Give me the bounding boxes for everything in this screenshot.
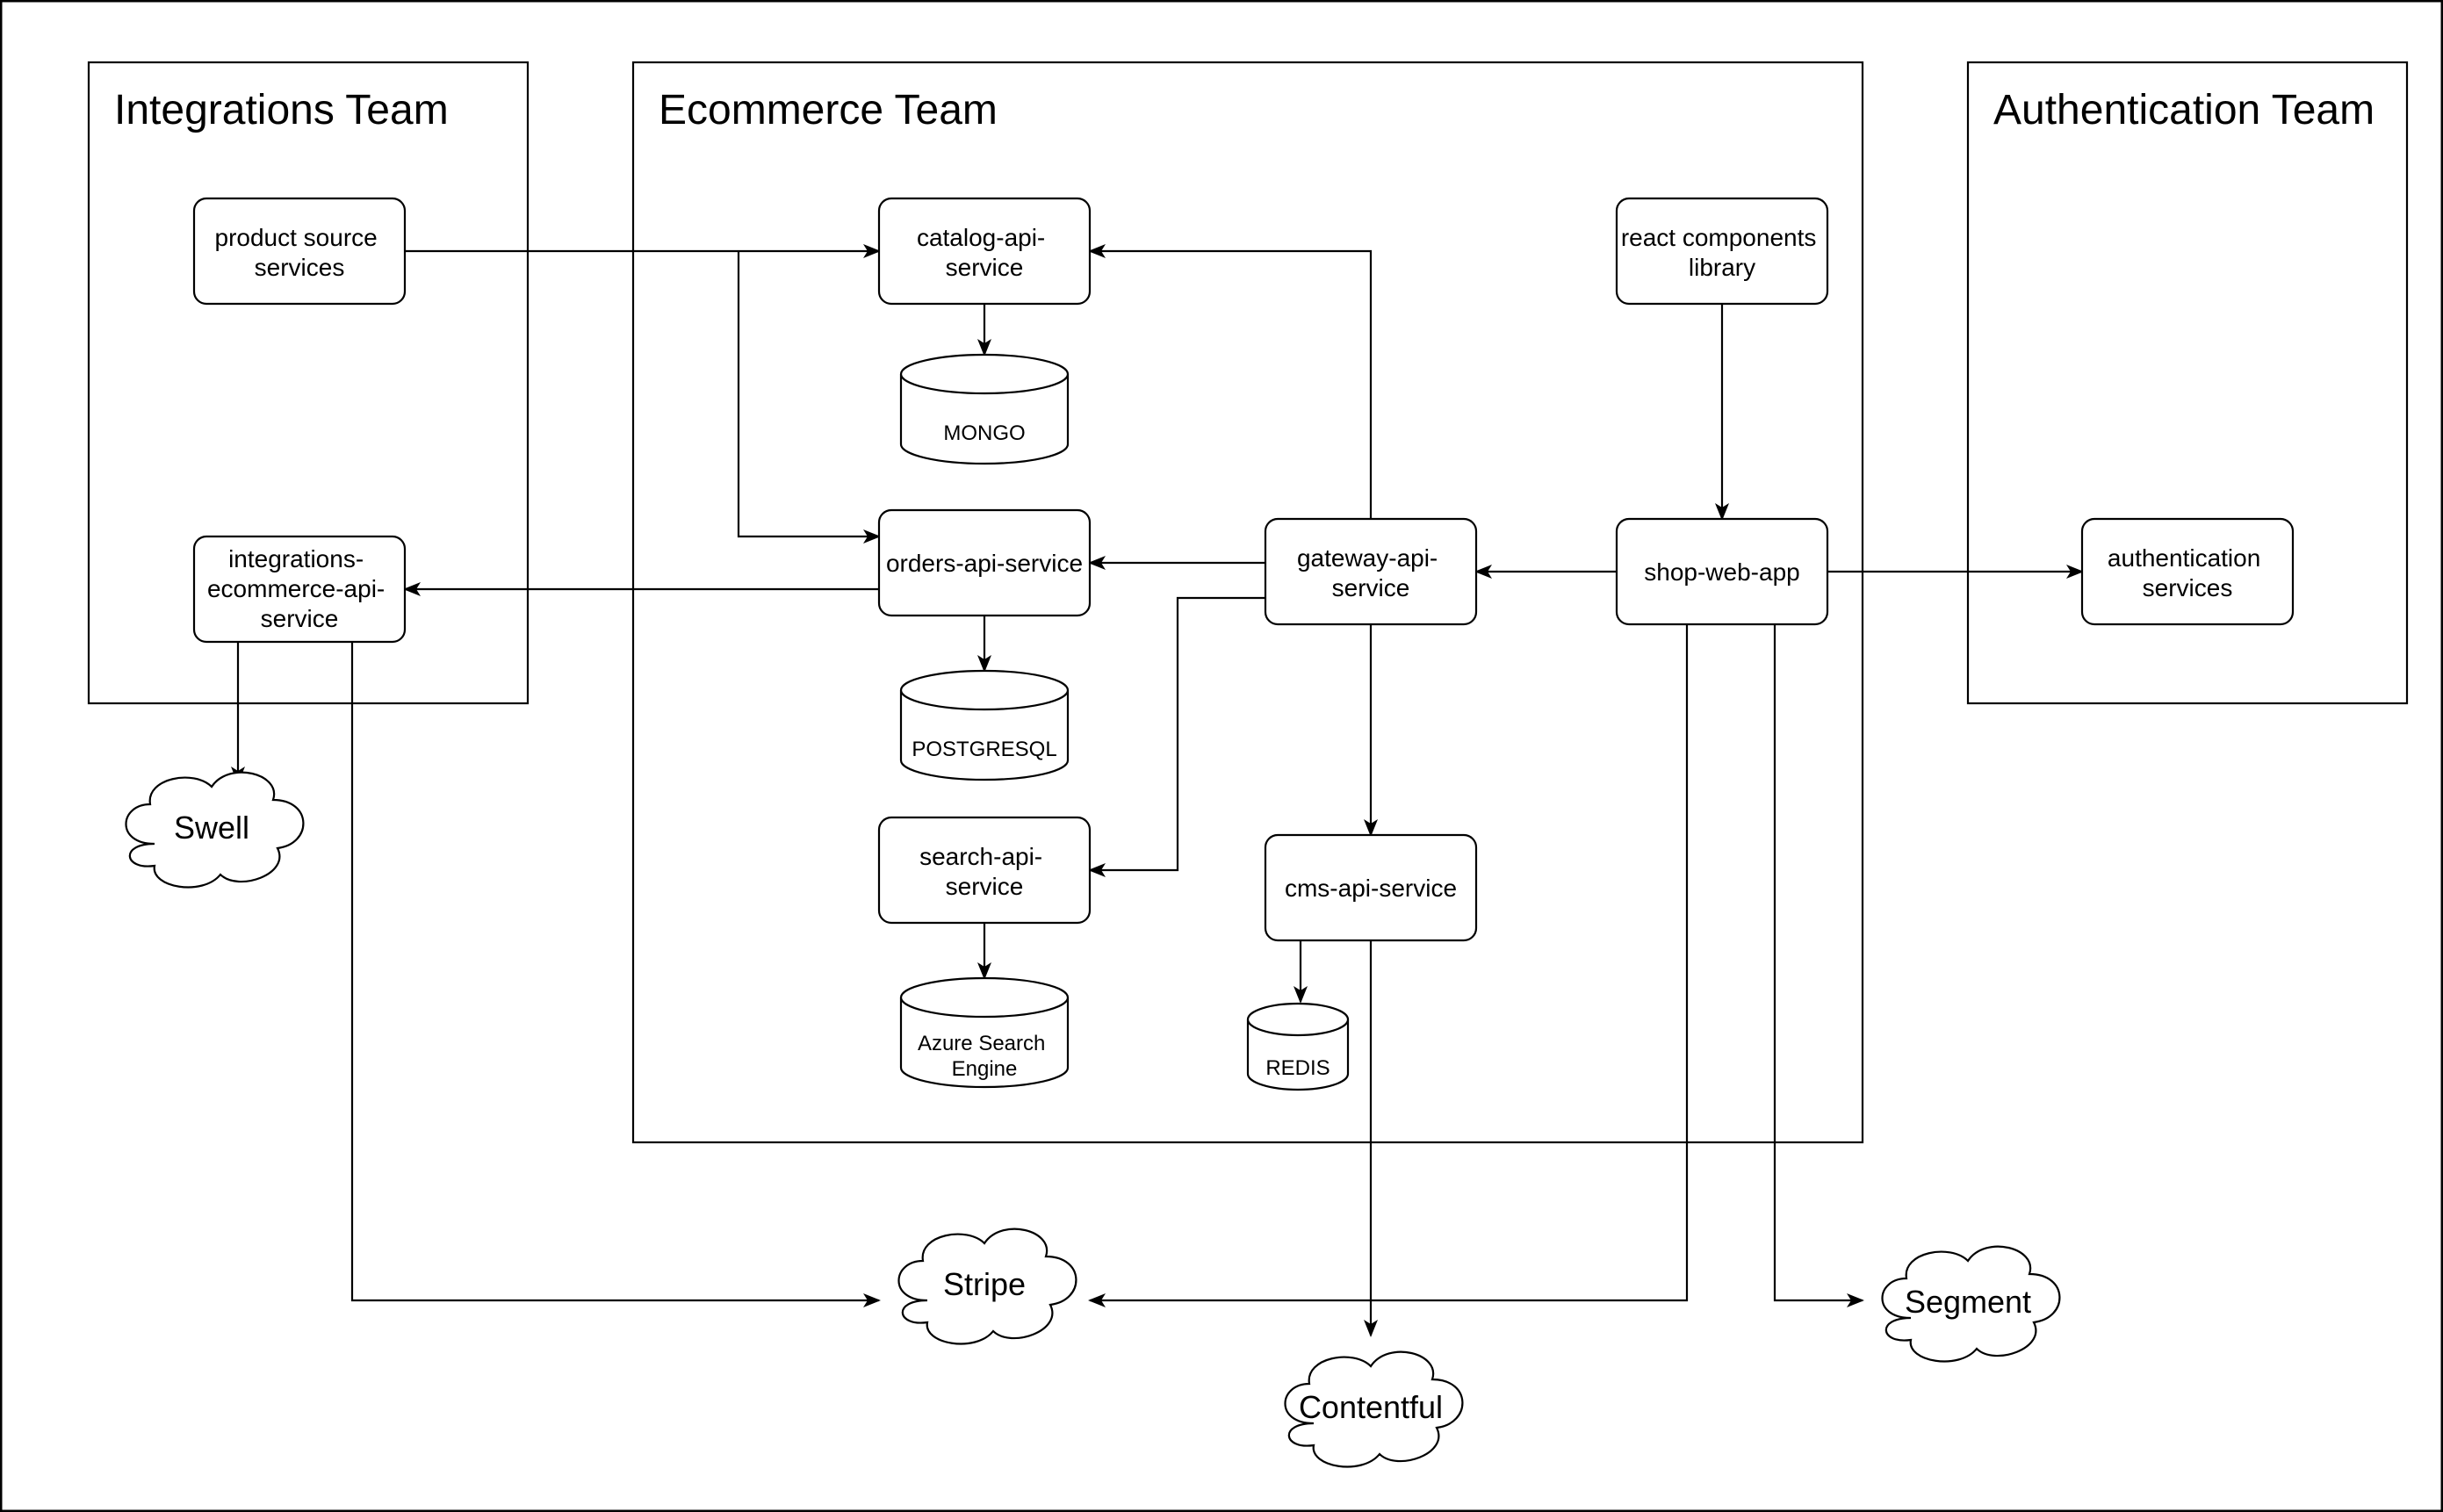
external-contentful-label: Contentful	[1299, 1389, 1443, 1425]
external-stripe-label: Stripe	[943, 1266, 1026, 1302]
node-product-source-label-line2: services	[255, 254, 345, 281]
node-orders-label-line1: orders-api-service	[886, 550, 1083, 577]
node-integrations-ecommerce-label-line3: service	[261, 605, 339, 632]
node-react-components-label-line1: react components	[1621, 224, 1817, 251]
ecommerce-team-group: Ecommerce Team	[631, 61, 1864, 1144]
node-catalog-label-line2: service	[946, 254, 1024, 281]
external-swell-label: Swell	[174, 810, 249, 846]
database-redis[interactable]: REDIS	[1246, 1002, 1350, 1091]
svg-text:orders-api-service: orders-api-service	[886, 550, 1083, 577]
node-integrations-ecommerce-label-line1: integrations-	[228, 545, 364, 572]
node-shop-web-app[interactable]: shop-web-app	[1615, 517, 1829, 626]
ecommerce-team-title: Ecommerce Team	[659, 87, 998, 133]
node-shop-web-app-label-line1: shop-web-app	[1644, 558, 1799, 586]
node-react-components-label-line2: library	[1689, 254, 1755, 281]
node-gateway-api-service[interactable]: gateway-api- service	[1264, 517, 1478, 626]
external-stripe[interactable]: Stripe	[897, 1228, 1077, 1345]
svg-text:react components library: react components library	[1621, 224, 1823, 281]
database-redis-label: REDIS	[1265, 1056, 1330, 1080]
node-cms-label-line1: cms-api-service	[1285, 875, 1457, 902]
node-cms-api-service[interactable]: cms-api-service	[1264, 833, 1478, 942]
svg-text:authentication services: authentication services	[2108, 544, 2267, 601]
node-gateway-label-line1: gateway-api-	[1297, 544, 1438, 572]
edge-gateway-to-search	[1088, 596, 1265, 877]
database-azure-search-label-line1: Azure Search	[918, 1032, 1045, 1055]
external-segment-label: Segment	[1905, 1284, 2031, 1320]
database-mongo[interactable]: MONGO	[899, 353, 1070, 465]
node-authentication-label-line2: services	[2143, 574, 2233, 601]
integrations-team-group: Integrations Team	[87, 61, 530, 705]
node-react-components-library[interactable]: react components library	[1615, 197, 1829, 306]
node-integrations-ecommerce-api-service[interactable]: integrations- ecommerce-api- service	[192, 535, 407, 644]
svg-text:Azure Search Engine: Azure Search Engine	[918, 1032, 1051, 1081]
svg-text:cms-api-service: cms-api-service	[1285, 875, 1457, 902]
node-integrations-ecommerce-label-line2: ecommerce-api-	[207, 575, 385, 602]
svg-text:product source services: product source services	[215, 224, 385, 281]
database-azure-search-engine[interactable]: Azure Search Engine	[899, 976, 1070, 1089]
svg-text:search-api- service: search-api- service	[919, 843, 1049, 900]
database-postgresql[interactable]: POSTGRESQL	[899, 669, 1070, 781]
node-authentication-label-line1: authentication	[2108, 544, 2260, 572]
authentication-team-title: Authentication Team	[1993, 87, 2375, 133]
external-contentful[interactable]: Contentful	[1284, 1350, 1464, 1468]
svg-text:gateway-api- service: gateway-api- service	[1297, 544, 1445, 601]
node-search-label-line2: service	[946, 873, 1024, 900]
node-product-source-services[interactable]: product source services	[192, 197, 407, 306]
node-orders-api-service[interactable]: orders-api-service	[877, 508, 1092, 617]
connectors	[231, 244, 2084, 1337]
database-postgresql-label: POSTGRESQL	[912, 738, 1056, 761]
edge-product-source-to-orders	[737, 251, 881, 544]
node-search-api-service[interactable]: search-api- service	[877, 816, 1092, 925]
svg-text:integrations- ecommerce-: integrations- ecommerce-api- service	[207, 545, 392, 632]
external-segment[interactable]: Segment	[1881, 1245, 2061, 1363]
node-authentication-services[interactable]: authentication services	[2080, 517, 2295, 626]
node-gateway-label-line2: service	[1332, 574, 1410, 601]
edge-shop-web-app-to-segment	[1773, 624, 1864, 1307]
integrations-team-title: Integrations Team	[114, 87, 449, 133]
external-swell[interactable]: Swell	[125, 771, 305, 889]
svg-text:catalog-api- service: catalog-api- service	[917, 224, 1052, 281]
svg-text:shop-web-app: shop-web-app	[1644, 558, 1799, 586]
edge-gateway-to-catalog	[1088, 244, 1373, 519]
edge-integrations-ecommerce-to-stripe	[350, 642, 881, 1307]
edge-shop-web-app-to-stripe	[1088, 624, 1689, 1307]
database-mongo-label: MONGO	[943, 421, 1025, 445]
database-azure-search-label-line2: Engine	[952, 1057, 1018, 1081]
node-catalog-label-line1: catalog-api-	[917, 224, 1045, 251]
node-search-label-line1: search-api-	[919, 843, 1042, 870]
node-catalog-api-service[interactable]: catalog-api- service	[877, 197, 1092, 306]
authentication-team-group: Authentication Team	[1966, 61, 2409, 705]
node-product-source-label-line1: product source	[215, 224, 378, 251]
